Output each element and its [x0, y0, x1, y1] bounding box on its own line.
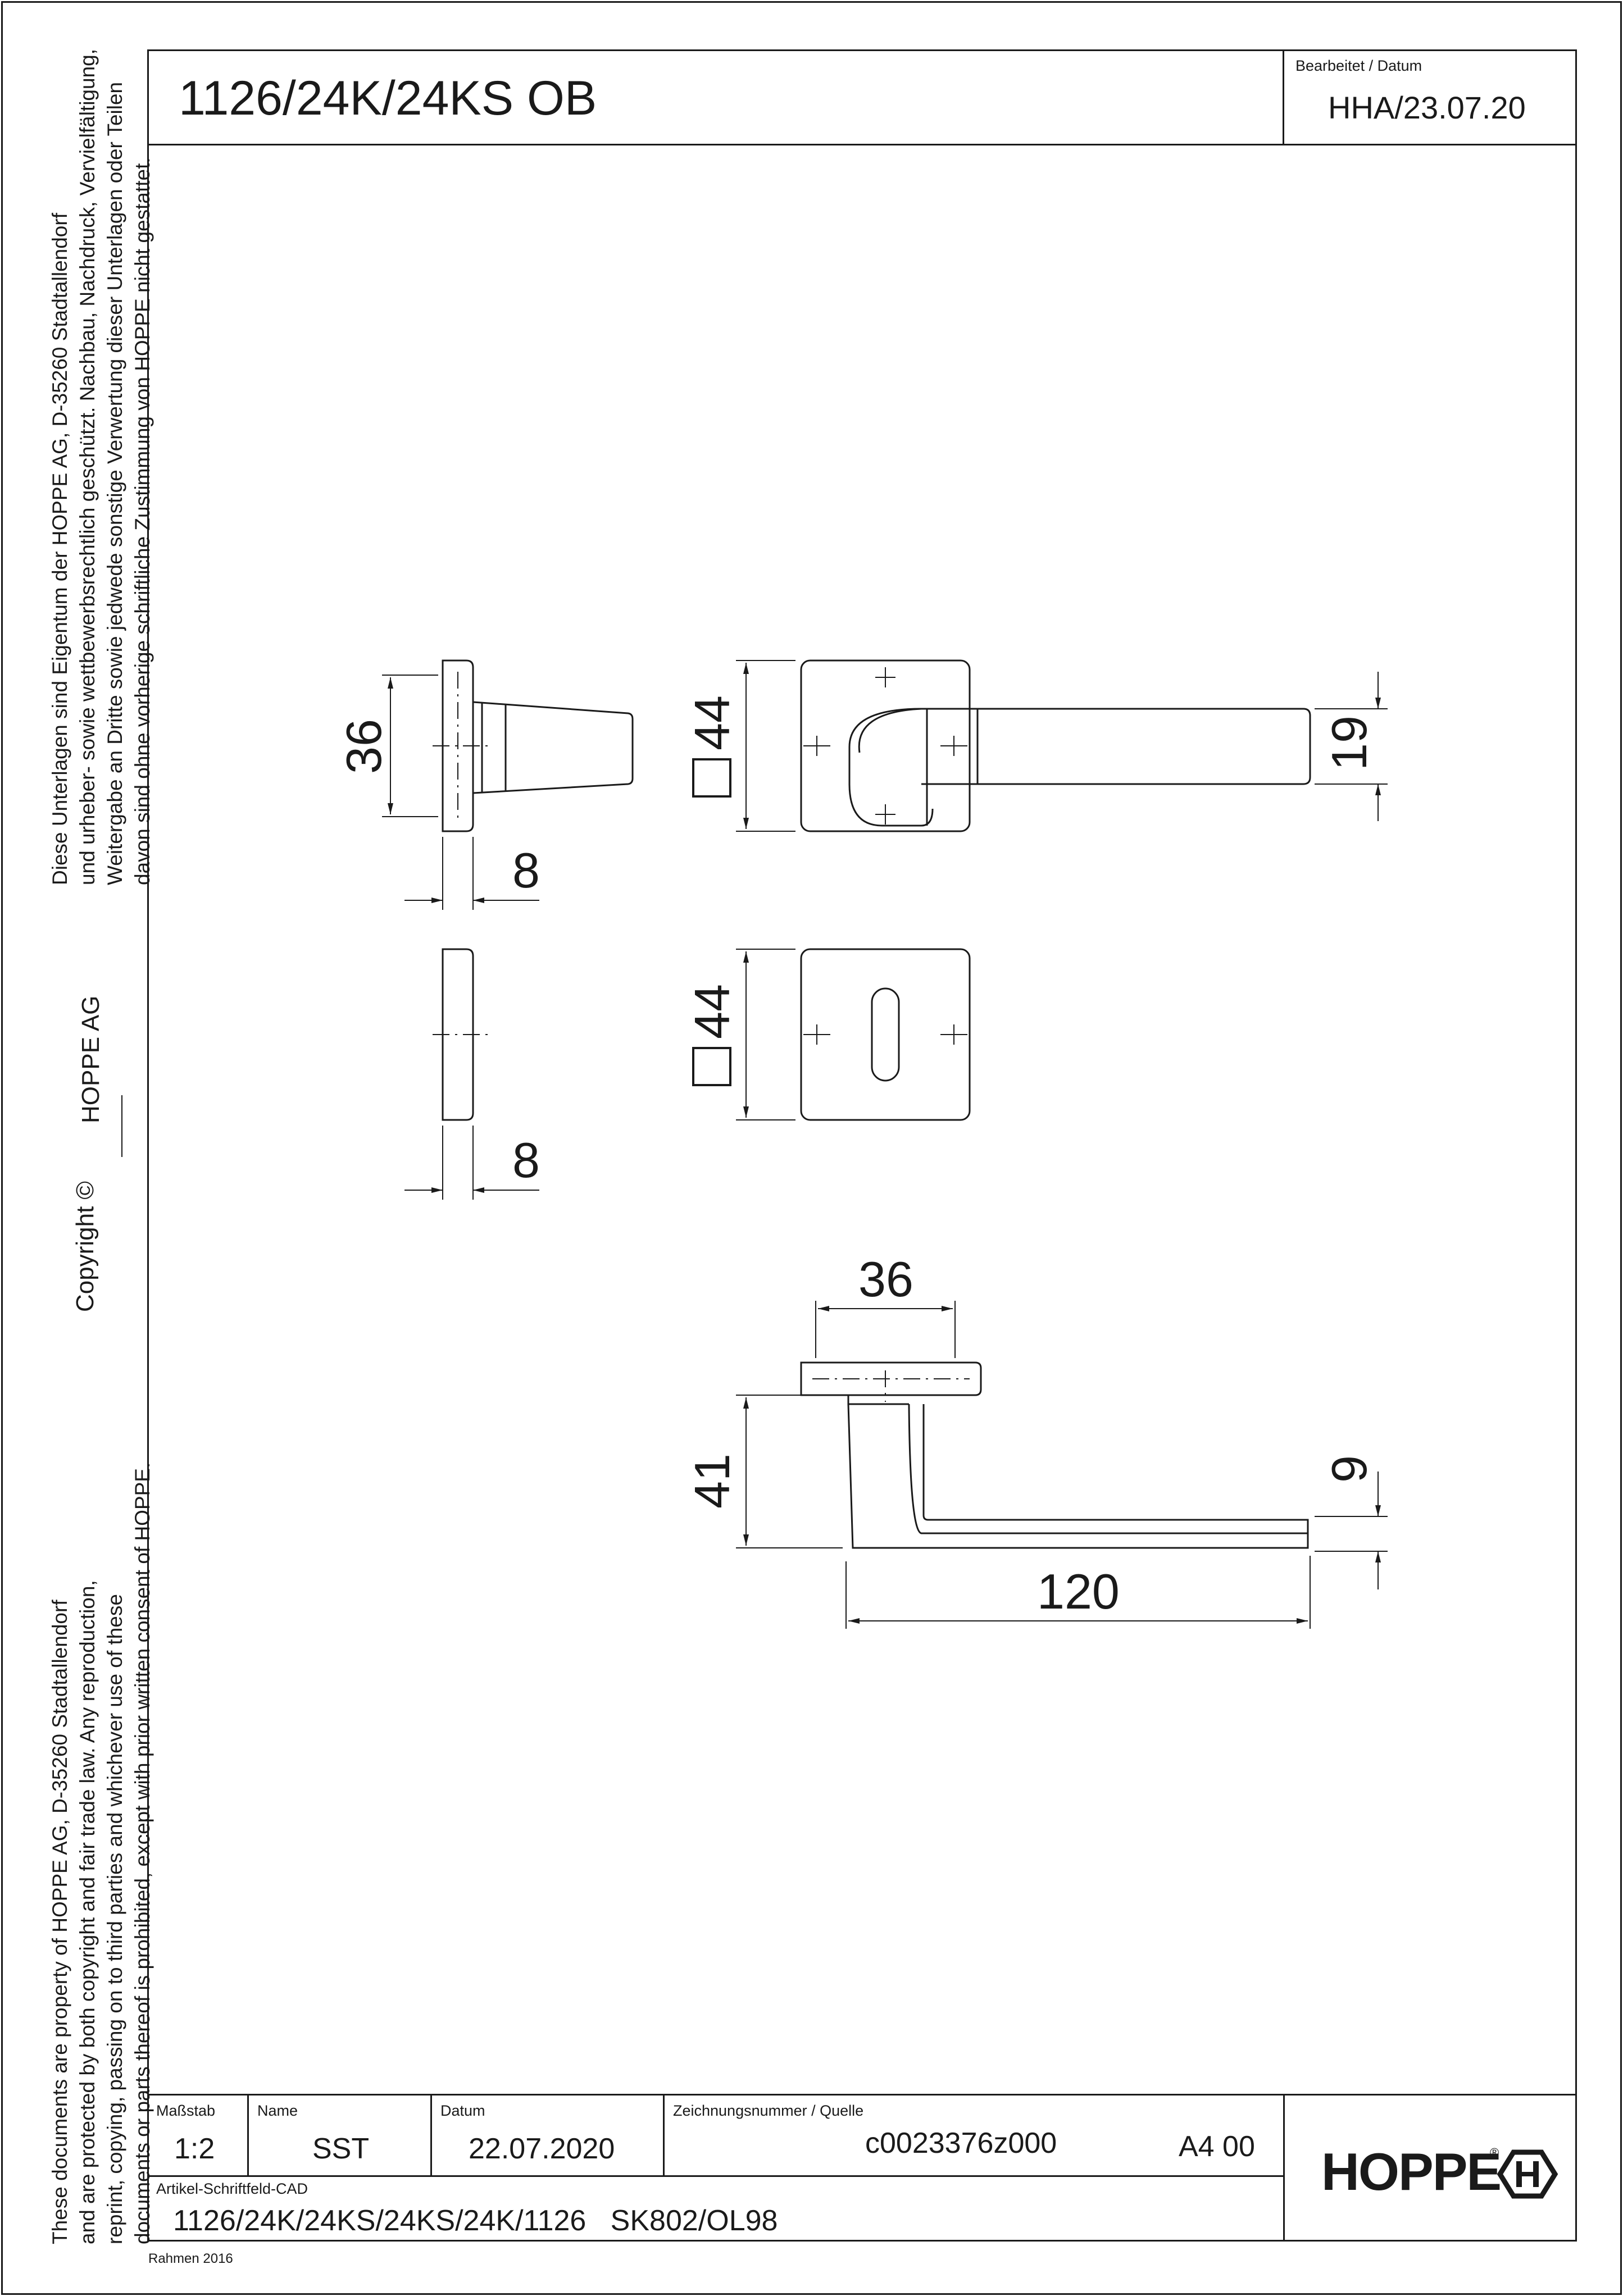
dim-lever-height: 41 [684, 1454, 740, 1509]
frame-label: Rahmen 2016 [148, 2251, 233, 2266]
drawing-number-label: Zeichnungsnummer / Quelle [673, 2102, 864, 2119]
edited-label: Bearbeitet / Datum [1295, 57, 1422, 74]
article-label: Artikel-Schriftfeld-CAD [156, 2180, 308, 2197]
dim-rose-thickness: 8 [512, 842, 540, 898]
dim-rose-square: 44 [684, 695, 740, 750]
lever-top-view [800, 1361, 1309, 1549]
hoppe-logo-mark-icon [1497, 2149, 1558, 2199]
article-value: 1126/24K/24KS/24KS/24K/1126 SK802/OL98 [173, 2204, 778, 2237]
rose-side-view [442, 659, 634, 832]
dim-escutcheon-thickness: 8 [512, 1132, 540, 1188]
date-value: 22.07.2020 [469, 2133, 615, 2165]
rose-front-view [800, 659, 1311, 832]
escutcheon-front-view [800, 948, 971, 1121]
format-value: A4 00 [1179, 2130, 1255, 2163]
name-value: SST [312, 2133, 370, 2165]
dim-lever-thickness: 9 [1321, 1455, 1377, 1483]
drawing-title: 1126/24K/24KS OB [179, 71, 597, 125]
drawing-number-value: c0023376z000 [865, 2127, 1057, 2160]
dim-lever-width: 19 [1321, 716, 1377, 771]
hoppe-logo-reg: ® [1490, 2145, 1499, 2160]
date-label: Datum [440, 2102, 485, 2119]
escutcheon-side-view [442, 948, 474, 1121]
hoppe-logo-text: HOPPE [1321, 2142, 1502, 2201]
edited-value: HHA/23.07.20 [1328, 90, 1526, 125]
hoppe-logo: HOPPE ® [1321, 2142, 1558, 2202]
scale-label: Maßstab [156, 2102, 216, 2119]
scale-value: 1:2 [174, 2133, 215, 2165]
dim-rose-height: 36 [336, 719, 392, 774]
dim-escutcheon-square: 44 [684, 984, 740, 1039]
dim-lever-length: 120 [1037, 1564, 1120, 1619]
name-label: Name [257, 2102, 298, 2119]
dim-rose-diameter: 36 [858, 1251, 913, 1307]
